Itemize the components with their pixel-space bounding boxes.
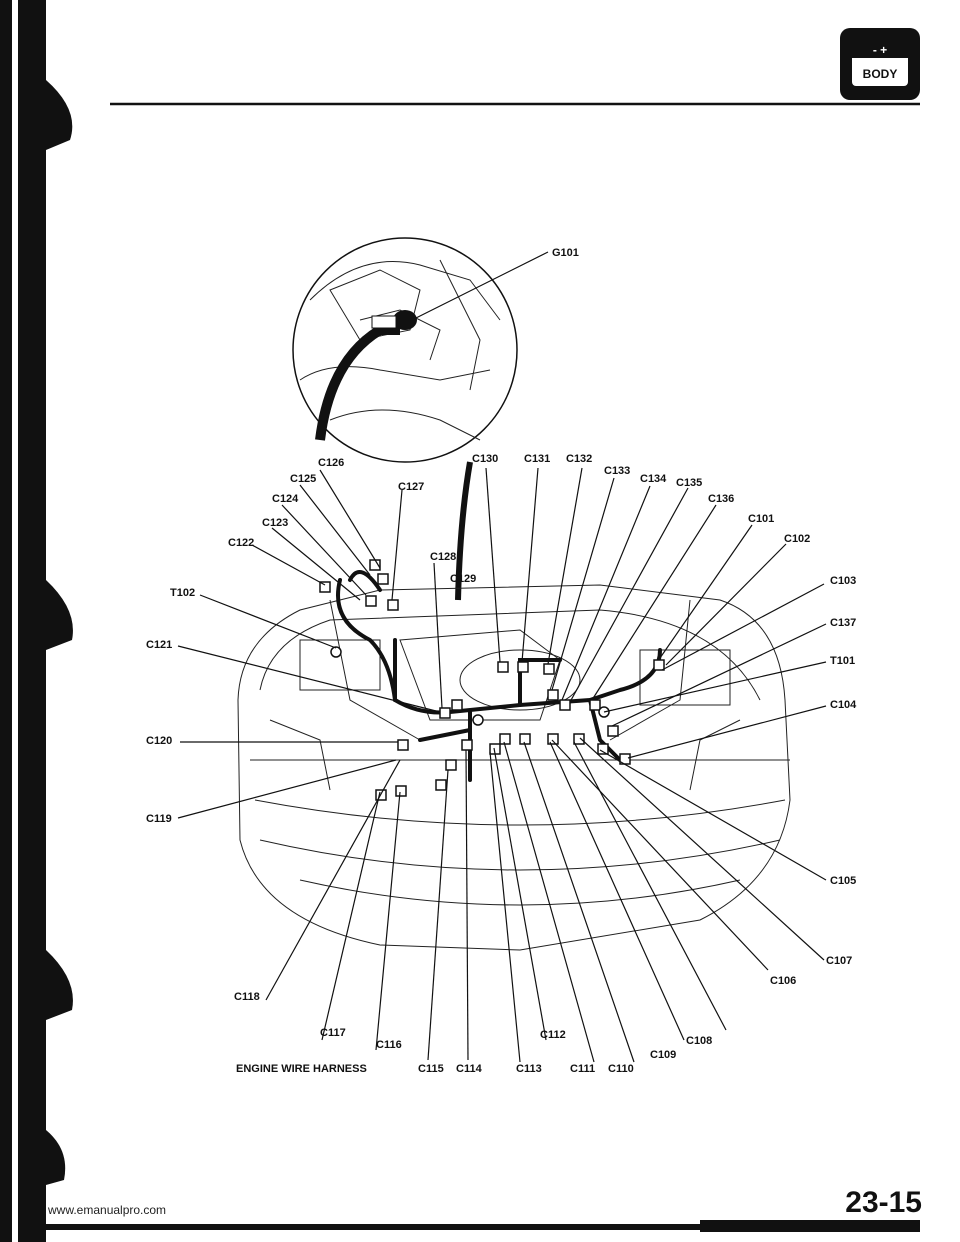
badge-text: BODY bbox=[863, 67, 898, 81]
label-c114: C114 bbox=[456, 1063, 483, 1075]
binding-edge bbox=[0, 0, 73, 1242]
label-c108: C108 bbox=[686, 1035, 712, 1047]
connector-glyphs bbox=[319, 559, 665, 801]
label-c117: C117 bbox=[320, 1027, 346, 1039]
harness-caption: ENGINE WIRE HARNESS bbox=[236, 1063, 367, 1075]
connector-labels: C126 C125 C124 C123 C122 C127 C128 C129 … bbox=[146, 453, 857, 1075]
label-t102: T102 bbox=[170, 587, 195, 599]
label-c132: C132 bbox=[566, 453, 592, 465]
label-c128: C128 bbox=[430, 551, 456, 563]
label-c120: C120 bbox=[146, 735, 172, 747]
label-c111: C111 bbox=[570, 1063, 595, 1075]
label-c107: C107 bbox=[826, 955, 852, 967]
body-badge: - + BODY bbox=[840, 28, 920, 100]
label-c133: C133 bbox=[604, 465, 630, 477]
label-c130: C130 bbox=[472, 453, 498, 465]
label-c115: C115 bbox=[418, 1063, 444, 1075]
label-c101: C101 bbox=[748, 513, 774, 525]
ground-inset: G101 bbox=[292, 237, 579, 601]
label-c105: C105 bbox=[830, 875, 856, 887]
label-c125: C125 bbox=[290, 473, 316, 485]
label-c113: C113 bbox=[516, 1063, 542, 1075]
label-c118: C118 bbox=[234, 991, 260, 1003]
label-c104: C104 bbox=[830, 699, 857, 711]
label-c112: C112 bbox=[540, 1029, 566, 1041]
label-c121: C121 bbox=[146, 639, 172, 651]
label-c116: C116 bbox=[376, 1039, 402, 1051]
label-c131: C131 bbox=[524, 453, 550, 465]
leader-lines bbox=[177, 467, 827, 1063]
label-c134: C134 bbox=[640, 473, 667, 485]
label-c109: C109 bbox=[650, 1049, 676, 1061]
label-c124: C124 bbox=[272, 493, 299, 505]
badge-symbols: - + bbox=[873, 43, 887, 57]
label-g101: G101 bbox=[552, 247, 579, 259]
label-c106: C106 bbox=[770, 975, 796, 987]
label-c103: C103 bbox=[830, 575, 856, 587]
label-c110: C110 bbox=[608, 1063, 634, 1075]
watermark: www.emanualpro.com bbox=[47, 1203, 166, 1217]
label-c102: C102 bbox=[784, 533, 810, 545]
car-body bbox=[237, 584, 791, 951]
label-c127: C127 bbox=[398, 481, 424, 493]
label-c119: C119 bbox=[146, 813, 172, 825]
footer: 23-15 www.emanualpro.com bbox=[18, 1186, 922, 1232]
label-c122: C122 bbox=[228, 537, 254, 549]
label-t101: T101 bbox=[830, 655, 855, 667]
label-c129: C129 bbox=[450, 573, 476, 585]
page-number: 23-15 bbox=[845, 1186, 922, 1219]
label-c137: C137 bbox=[830, 617, 856, 629]
label-c135: C135 bbox=[676, 477, 702, 489]
label-c126: C126 bbox=[318, 457, 344, 469]
label-c123: C123 bbox=[262, 517, 288, 529]
label-c136: C136 bbox=[708, 493, 734, 505]
